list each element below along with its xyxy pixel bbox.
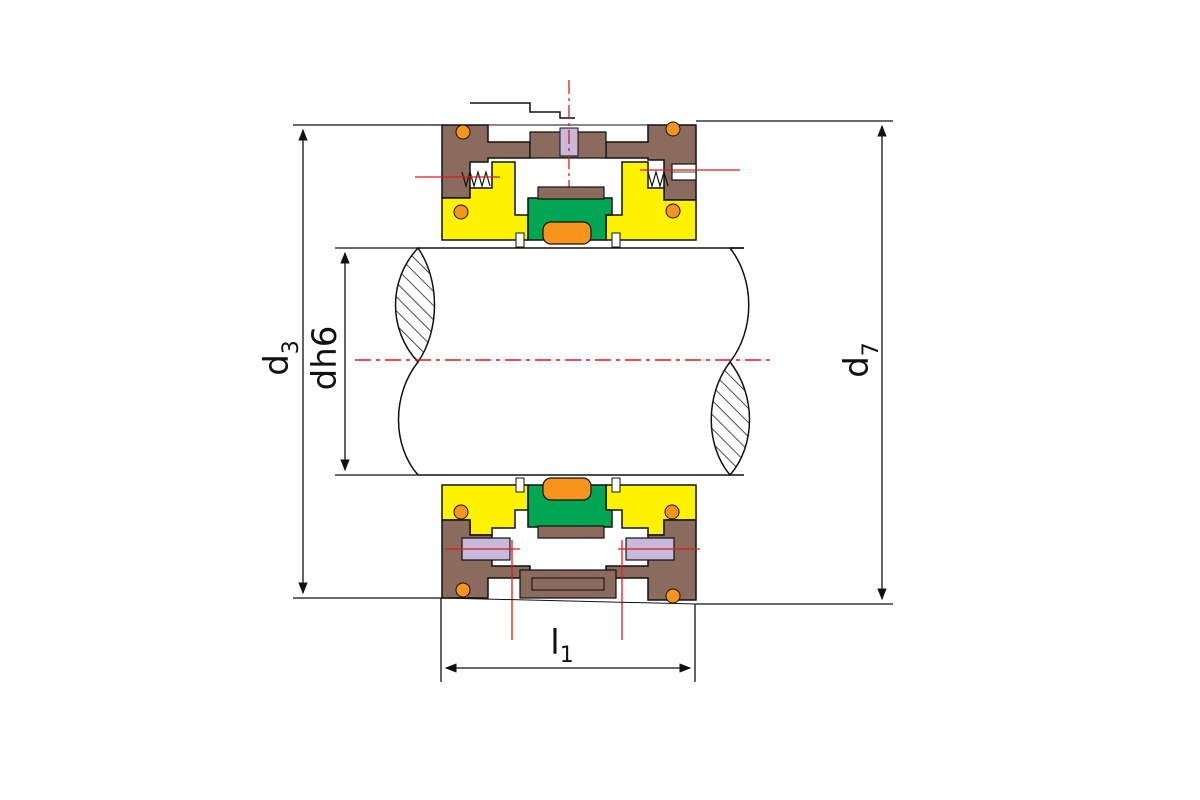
top-oring-right-lower <box>665 203 681 219</box>
top-oring-left-upper <box>455 124 471 140</box>
bottom-oring-left-lower <box>455 582 471 598</box>
bottom-oring-right-upper <box>664 504 680 520</box>
svg-text:dh6: dh6 <box>305 326 345 391</box>
svg-text:l1: l1 <box>550 623 573 668</box>
bottom-sleeve-bridge <box>519 569 617 599</box>
top-left-spring <box>461 169 491 189</box>
bottom-seal-assembly <box>441 477 700 640</box>
shaft-left-break-hatch <box>394 246 436 364</box>
top-oring-right-upper <box>665 121 681 137</box>
top-seal-assembly <box>415 80 740 248</box>
label-dh6: dh6 <box>305 326 345 391</box>
top-step-line <box>470 102 575 119</box>
bottom-face-cap <box>537 525 605 539</box>
bottom-oring-right-lower <box>665 588 681 604</box>
top-oring-left-lower <box>453 204 469 220</box>
label-d3: d3 <box>257 340 304 376</box>
bottom-oring-left-upper <box>453 504 469 520</box>
top-right-spring <box>647 169 669 189</box>
label-d7: d7 <box>837 342 884 378</box>
top-face-cap <box>537 186 605 200</box>
svg-text:d3: d3 <box>257 340 304 376</box>
top-left-insert <box>441 161 529 241</box>
top-left-housing <box>441 124 531 199</box>
bottom-center-oring <box>542 477 592 501</box>
shaft-right-break-hatch <box>710 360 751 477</box>
shaft <box>394 246 751 477</box>
svg-text:d7: d7 <box>837 342 884 378</box>
label-l1: l1 <box>550 623 573 668</box>
top-center-oring <box>542 221 592 245</box>
dimensions <box>293 120 893 682</box>
